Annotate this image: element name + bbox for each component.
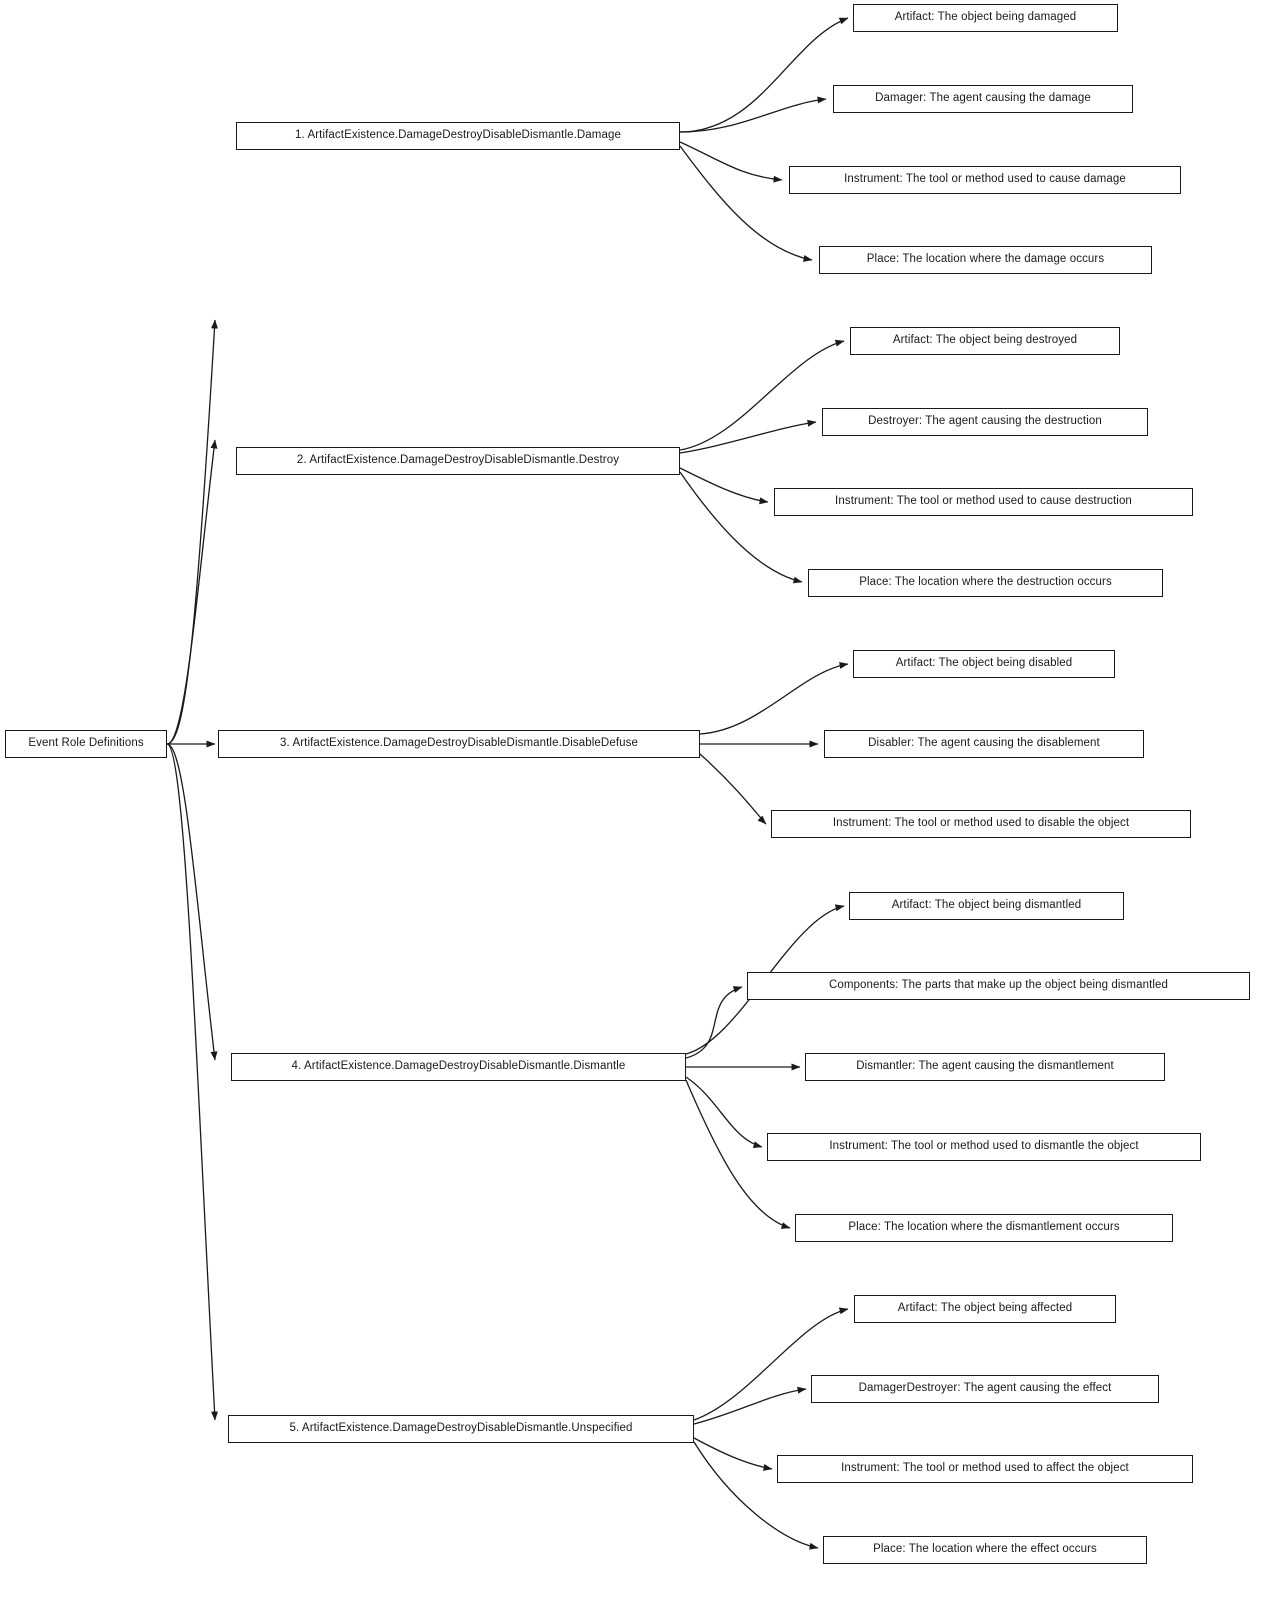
node-role-4-dismantler-label: Dismantler: The agent causing the disman… <box>856 1060 1114 1073</box>
node-role-5-place-label: Place: The location where the effect occ… <box>873 1543 1097 1556</box>
node-role-2-place[interactable]: Place: The location where the destructio… <box>808 569 1163 597</box>
node-role-4-place-label: Place: The location where the dismantlem… <box>848 1221 1120 1234</box>
node-role-4-components-label: Components: The parts that make up the o… <box>828 979 1169 992</box>
node-role-5-artifact[interactable]: Artifact: The object being affected <box>854 1295 1116 1323</box>
node-role-1-artifact[interactable]: Artifact: The object being damaged <box>853 4 1118 32</box>
node-role-4-components[interactable]: Components: The parts that make up the o… <box>747 972 1250 1000</box>
node-role-3-instrument[interactable]: Instrument: The tool or method used to d… <box>771 810 1191 838</box>
node-role-3-instrument-label: Instrument: The tool or method used to d… <box>832 817 1130 830</box>
node-event-2-label: 2. ArtifactExistence.DamageDestroyDisabl… <box>296 454 620 467</box>
node-role-2-destroyer[interactable]: Destroyer: The agent causing the destruc… <box>822 408 1148 436</box>
node-event-5[interactable]: 5. ArtifactExistence.DamageDestroyDisabl… <box>228 1415 694 1443</box>
node-role-3-disabler[interactable]: Disabler: The agent causing the disablem… <box>824 730 1144 758</box>
node-role-5-place[interactable]: Place: The location where the effect occ… <box>823 1536 1147 1564</box>
node-root[interactable]: Event Role Definitions <box>5 730 167 758</box>
node-event-4[interactable]: 4. ArtifactExistence.DamageDestroyDisabl… <box>231 1053 686 1081</box>
node-role-4-artifact-label: Artifact: The object being dismantled <box>891 899 1082 912</box>
node-role-5-instrument[interactable]: Instrument: The tool or method used to a… <box>777 1455 1193 1483</box>
node-role-1-instrument-label: Instrument: The tool or method used to c… <box>844 173 1126 186</box>
node-role-1-artifact-label: Artifact: The object being damaged <box>894 11 1077 24</box>
node-role-3-artifact[interactable]: Artifact: The object being disabled <box>853 650 1115 678</box>
node-event-4-label: 4. ArtifactExistence.DamageDestroyDisabl… <box>291 1060 626 1073</box>
node-role-4-dismantler[interactable]: Dismantler: The agent causing the disman… <box>805 1053 1165 1081</box>
node-event-1[interactable]: 1. ArtifactExistence.DamageDestroyDisabl… <box>236 122 680 150</box>
node-event-2[interactable]: 2. ArtifactExistence.DamageDestroyDisabl… <box>236 447 680 475</box>
node-event-1-label: 1. ArtifactExistence.DamageDestroyDisabl… <box>295 129 621 142</box>
node-event-3-label: 3. ArtifactExistence.DamageDestroyDisabl… <box>280 737 638 750</box>
node-role-4-artifact[interactable]: Artifact: The object being dismantled <box>849 892 1124 920</box>
node-role-3-disabler-label: Disabler: The agent causing the disablem… <box>868 737 1100 750</box>
node-role-2-place-label: Place: The location where the destructio… <box>859 576 1112 589</box>
node-role-4-place[interactable]: Place: The location where the dismantlem… <box>795 1214 1173 1242</box>
node-root-label: Event Role Definitions <box>28 737 144 750</box>
node-role-2-artifact-label: Artifact: The object being destroyed <box>892 334 1078 347</box>
node-role-2-instrument-label: Instrument: The tool or method used to c… <box>835 495 1132 508</box>
node-role-5-instrument-label: Instrument: The tool or method used to a… <box>841 1462 1129 1475</box>
node-role-2-instrument[interactable]: Instrument: The tool or method used to c… <box>774 488 1193 516</box>
node-role-2-destroyer-label: Destroyer: The agent causing the destruc… <box>868 415 1102 428</box>
node-role-5-damagerdestroyer[interactable]: DamagerDestroyer: The agent causing the … <box>811 1375 1159 1403</box>
node-role-4-instrument[interactable]: Instrument: The tool or method used to d… <box>767 1133 1201 1161</box>
node-event-5-label: 5. ArtifactExistence.DamageDestroyDisabl… <box>289 1422 633 1435</box>
node-role-1-place[interactable]: Place: The location where the damage occ… <box>819 246 1152 274</box>
node-role-5-artifact-label: Artifact: The object being affected <box>897 1302 1073 1315</box>
node-role-1-damager-label: Damager: The agent causing the damage <box>875 92 1091 105</box>
node-role-1-instrument[interactable]: Instrument: The tool or method used to c… <box>789 166 1181 194</box>
node-role-2-artifact[interactable]: Artifact: The object being destroyed <box>850 327 1120 355</box>
node-role-1-place-label: Place: The location where the damage occ… <box>866 253 1105 266</box>
node-role-5-damagerdestroyer-label: DamagerDestroyer: The agent causing the … <box>858 1382 1112 1395</box>
node-event-3[interactable]: 3. ArtifactExistence.DamageDestroyDisabl… <box>218 730 700 758</box>
node-role-3-artifact-label: Artifact: The object being disabled <box>895 657 1073 670</box>
node-role-4-instrument-label: Instrument: The tool or method used to d… <box>829 1140 1139 1153</box>
node-role-1-damager[interactable]: Damager: The agent causing the damage <box>833 85 1133 113</box>
